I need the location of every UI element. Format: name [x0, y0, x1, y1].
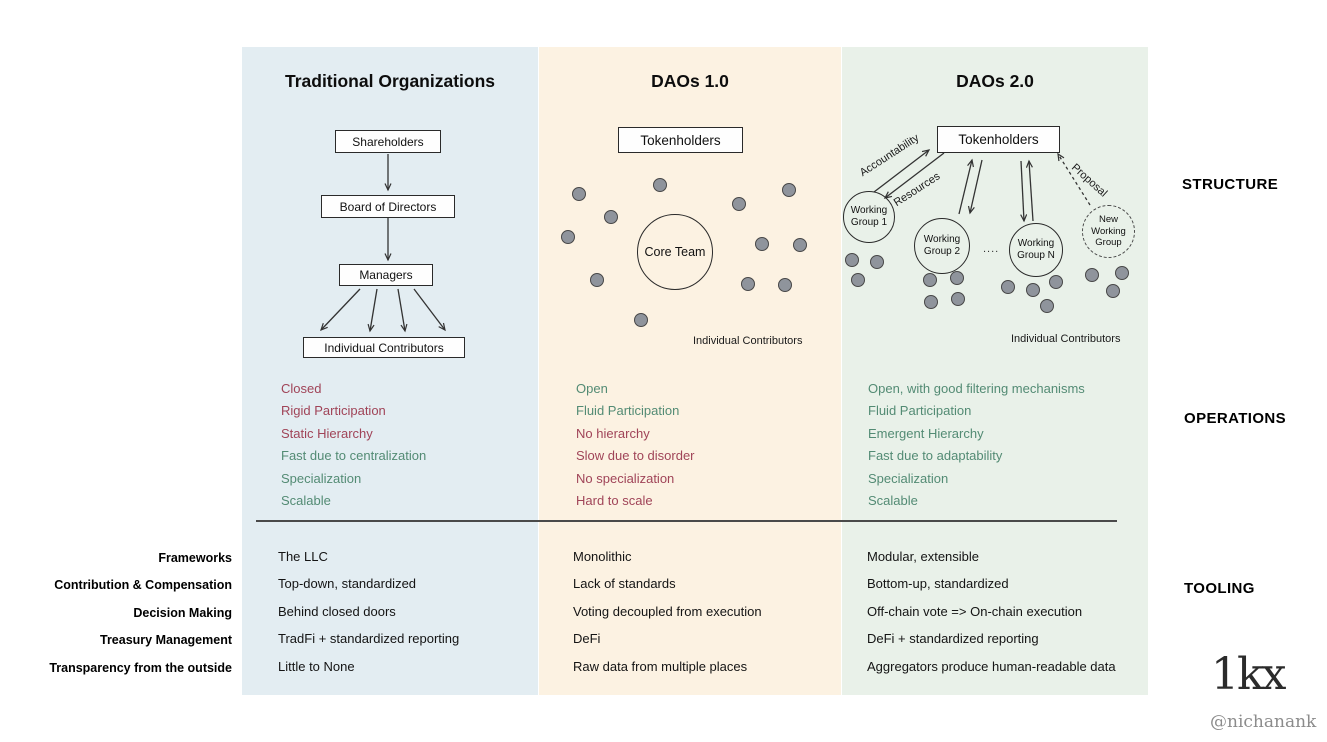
contributor-dot: [845, 253, 859, 267]
operations-item: Fluid Participation: [576, 403, 680, 419]
tooling-item: The LLC: [278, 549, 328, 564]
operations-item: Fluid Participation: [868, 403, 972, 419]
operations-item: No hierarchy: [576, 425, 650, 441]
tooling-item: Bottom-up, standardized: [867, 576, 1009, 592]
contributor-dot: [1115, 266, 1129, 280]
section-divider-line: [256, 520, 1117, 522]
contributor-dot: [590, 273, 604, 287]
operations-item: Scalable: [281, 493, 331, 509]
contributor-dot: [950, 271, 964, 285]
1kx-logo: 1kx: [1211, 649, 1286, 700]
row-label-decision-making: Decision Making: [133, 605, 232, 620]
contributor-dot: [782, 183, 796, 197]
operations-list-traditional: Closed Rigid Participation Static Hierar…: [281, 378, 426, 512]
working-group-2-circle: Working Group 2: [914, 218, 970, 274]
tooling-item: Voting decoupled from execution: [573, 603, 762, 619]
tooling-row-labels: Frameworks Contribution & Compensation D…: [0, 545, 232, 682]
row-label-transparency: Transparency from the outside: [49, 660, 232, 675]
managers-box: Managers: [339, 264, 433, 286]
board-of-directors-box: Board of Directors: [321, 195, 455, 218]
section-label-structure: STRUCTURE: [1182, 176, 1279, 193]
new-working-group-circle: New Working Group: [1082, 205, 1135, 258]
tooling-item: Off-chain vote => On-chain execution: [867, 603, 1083, 619]
operations-item: Fast due to adaptability: [868, 448, 1003, 464]
operations-item: Rigid Participation: [281, 403, 386, 419]
individual-contributors-label-daos1: Individual Contributors: [693, 335, 803, 347]
operations-list-daos1: Open Fluid Participation No hierarchy Sl…: [576, 378, 695, 512]
contributor-dot: [924, 295, 938, 309]
contributor-dot: [653, 178, 667, 192]
tooling-item: DeFi + standardized reporting: [867, 631, 1039, 647]
operations-item: Open: [576, 381, 608, 396]
column-title-daos-1: DAOs 1.0: [651, 71, 729, 91]
contributor-dot: [634, 313, 648, 327]
contributor-dot: [778, 278, 792, 292]
panel-daos-1: [539, 47, 841, 695]
tooling-item: Modular, extensible: [867, 549, 980, 564]
operations-item: Slow due to disorder: [576, 448, 695, 464]
section-label-tooling: TOOLING: [1184, 580, 1255, 597]
operations-item: Hard to scale: [576, 493, 653, 509]
contributor-dot: [572, 187, 586, 201]
individual-contributors-box: Individual Contributors: [303, 337, 465, 358]
column-title-traditional: Traditional Organizations: [284, 71, 496, 91]
tooling-item: Raw data from multiple places: [573, 658, 748, 674]
contributor-dot: [604, 210, 618, 224]
contributor-dot: [1106, 284, 1120, 298]
row-label-frameworks: Frameworks: [158, 551, 232, 565]
contributor-dot: [755, 237, 769, 251]
operations-item: Static Hierarchy: [281, 425, 373, 441]
contributor-dot: [1026, 283, 1040, 297]
working-group-1-circle: Working Group 1: [843, 191, 895, 243]
operations-item: Emergent Hierarchy: [868, 425, 984, 441]
row-label-contribution-compensation: Contribution & Compensation: [54, 578, 232, 593]
operations-item: Specialization: [281, 470, 362, 486]
working-group-n-circle: Working Group N: [1009, 223, 1063, 277]
contributor-dot: [923, 273, 937, 287]
tooling-list-daos1: Monolithic Lack of standards Voting deco…: [573, 543, 762, 680]
tooling-item: TradFi + standardized reporting: [278, 631, 460, 647]
tooling-item: DeFi: [573, 631, 601, 647]
tooling-list-traditional: The LLC Top-down, standardized Behind cl…: [278, 543, 459, 680]
operations-item: Fast due to centralization: [281, 448, 427, 464]
contributor-dot: [732, 197, 746, 211]
core-team-circle: Core Team: [637, 214, 713, 290]
operations-list-daos2: Open, with good filtering mechanisms Flu…: [868, 378, 1085, 512]
row-label-treasury-management: Treasury Management: [100, 633, 232, 648]
contributor-dot: [851, 273, 865, 287]
contributor-dot: [741, 277, 755, 291]
shareholders-box: Shareholders: [335, 130, 441, 153]
tooling-item: Lack of standards: [573, 576, 676, 592]
tokenholders-box-daos1: Tokenholders: [618, 127, 743, 153]
tooling-item: Top-down, standardized: [278, 576, 417, 592]
operations-item: Closed: [281, 381, 322, 396]
contributor-dot: [951, 292, 965, 306]
contributor-dot: [1001, 280, 1015, 294]
contributor-dot: [1049, 275, 1063, 289]
contributor-dot: [793, 238, 807, 252]
tooling-item: Monolithic: [573, 549, 632, 564]
tooling-item: Little to None: [278, 658, 355, 674]
panel-traditional: [242, 47, 538, 695]
operations-item: Specialization: [868, 470, 949, 486]
groups-ellipsis: ....: [983, 243, 1000, 255]
operations-item: No specialization: [576, 470, 675, 486]
operations-item: Open, with good filtering mechanisms: [868, 381, 1085, 396]
tooling-item: Aggregators produce human-readable data: [867, 658, 1116, 674]
author-handle: @nichanank: [1210, 712, 1317, 732]
operations-item: Scalable: [868, 493, 918, 509]
contributor-dot: [1040, 299, 1054, 313]
column-title-daos-2: DAOs 2.0: [956, 71, 1034, 91]
individual-contributors-label-daos2: Individual Contributors: [1011, 333, 1121, 345]
contributor-dot: [561, 230, 575, 244]
contributor-dot: [870, 255, 884, 269]
tooling-list-daos2: Modular, extensible Bottom-up, standardi…: [867, 543, 1116, 680]
contributor-dot: [1085, 268, 1099, 282]
section-label-operations: OPERATIONS: [1184, 410, 1287, 427]
tooling-item: Behind closed doors: [278, 603, 396, 619]
tokenholders-box-daos2: Tokenholders: [937, 126, 1060, 153]
